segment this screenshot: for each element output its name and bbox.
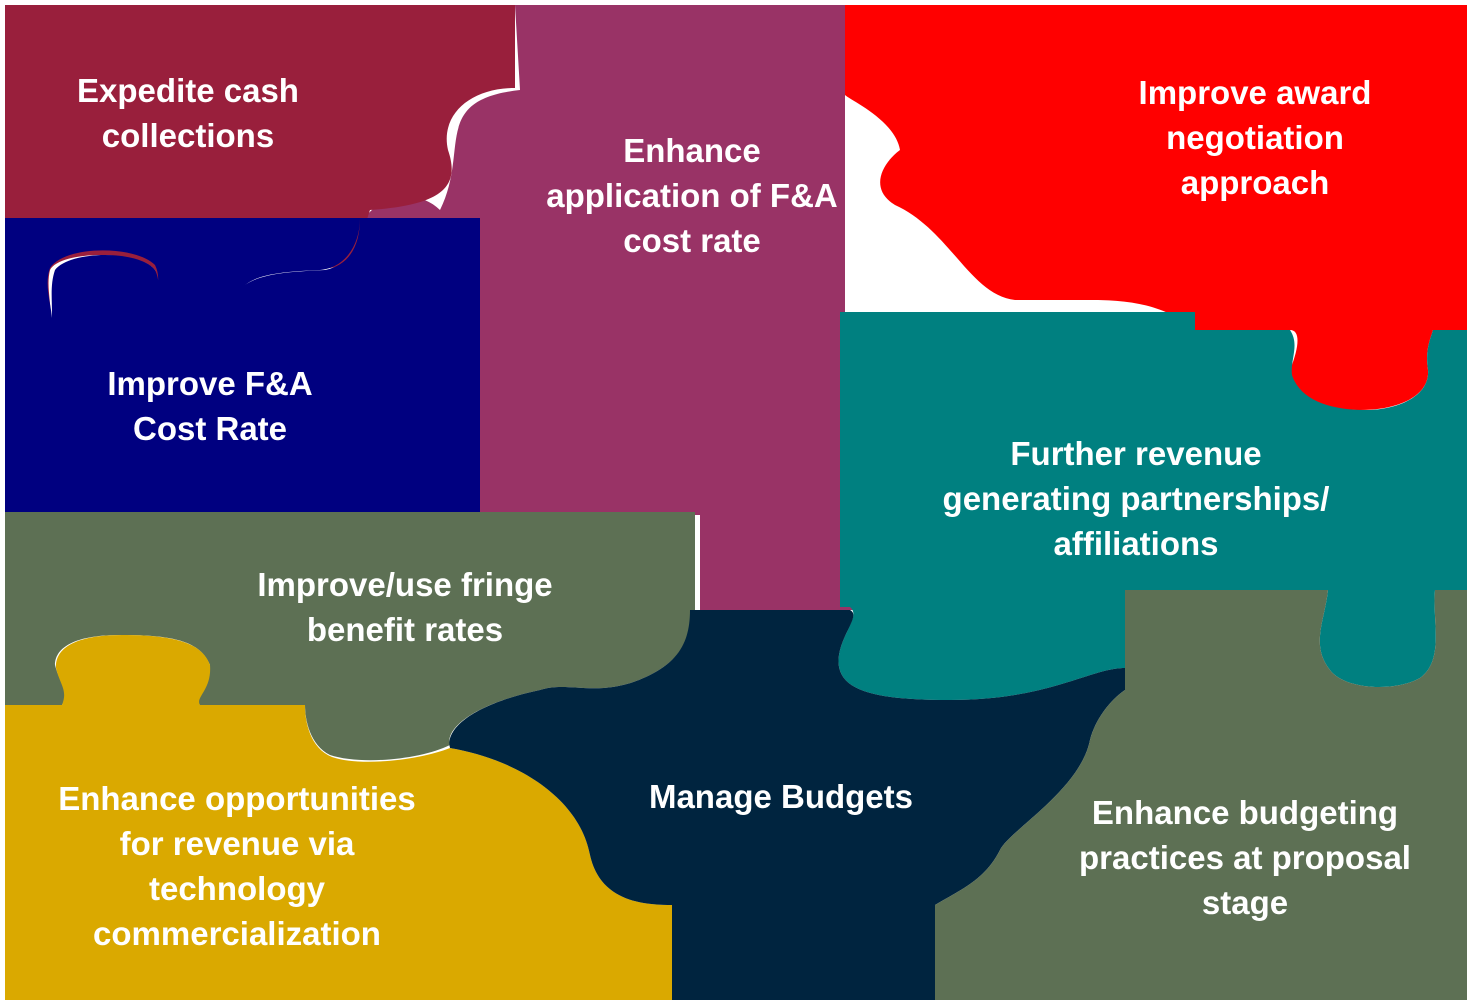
puzzle-piece-improve-award — [845, 5, 1467, 410]
puzzle-piece-budgeting-practices — [935, 590, 1467, 1000]
label-line: Expedite cash — [77, 72, 299, 109]
label-fringe-benefit: Improve/use fringe benefit rates — [215, 562, 595, 652]
label-line: Enhance budgeting — [1091, 794, 1399, 831]
label-line: application of F&A — [546, 177, 838, 214]
label-line: technology — [148, 870, 325, 907]
label-line: Further revenue — [1010, 435, 1262, 472]
label-line: Improve/use fringe — [257, 566, 553, 603]
puzzle-piece-improve-fa-rate — [5, 218, 480, 515]
label-line: cost rate — [623, 222, 761, 259]
label-line: commercialization — [93, 915, 381, 952]
label-line: affiliations — [1053, 525, 1219, 562]
label-line: generating partnerships/ — [942, 480, 1330, 517]
puzzle-piece-fringe-benefit — [5, 512, 695, 761]
label-line: collections — [101, 117, 275, 154]
label-line: for revenue via — [119, 825, 355, 862]
puzzle-piece-manage-budgets — [449, 608, 1125, 1000]
label-line: practices at proposal — [1079, 839, 1411, 876]
label-expedite-cash: Expedite cash collections — [38, 68, 338, 158]
label-improve-fa-rate: Improve F&A Cost Rate — [60, 361, 360, 451]
label-line: Enhance opportunities — [58, 780, 416, 817]
label-line: Manage Budgets — [648, 778, 914, 815]
label-line: Enhance — [623, 132, 761, 169]
label-budgeting-practices: Enhance budgeting practices at proposal st… — [1025, 790, 1465, 925]
label-line: stage — [1201, 884, 1289, 921]
label-line: Cost Rate — [132, 410, 288, 447]
puzzle-piece-tech-commercialization — [5, 635, 672, 1000]
label-line: Improve award — [1138, 74, 1372, 111]
label-line: approach — [1180, 164, 1330, 201]
label-line: benefit rates — [306, 611, 504, 648]
label-enhance-fa-application: Enhance application of F&A cost rate — [502, 128, 882, 263]
label-manage-budgets: Manage Budgets — [611, 774, 951, 819]
label-improve-award: Improve award negotiation approach — [1095, 70, 1415, 205]
label-line: Improve F&A — [107, 365, 313, 402]
label-further-revenue: Further revenue generating partnerships/a… — [896, 431, 1376, 566]
puzzle-piece-further-revenue — [838, 312, 1467, 700]
label-line: negotiation — [1166, 119, 1344, 156]
label-tech-commercialization: Enhance opportunities for revenue via tech… — [17, 776, 457, 956]
